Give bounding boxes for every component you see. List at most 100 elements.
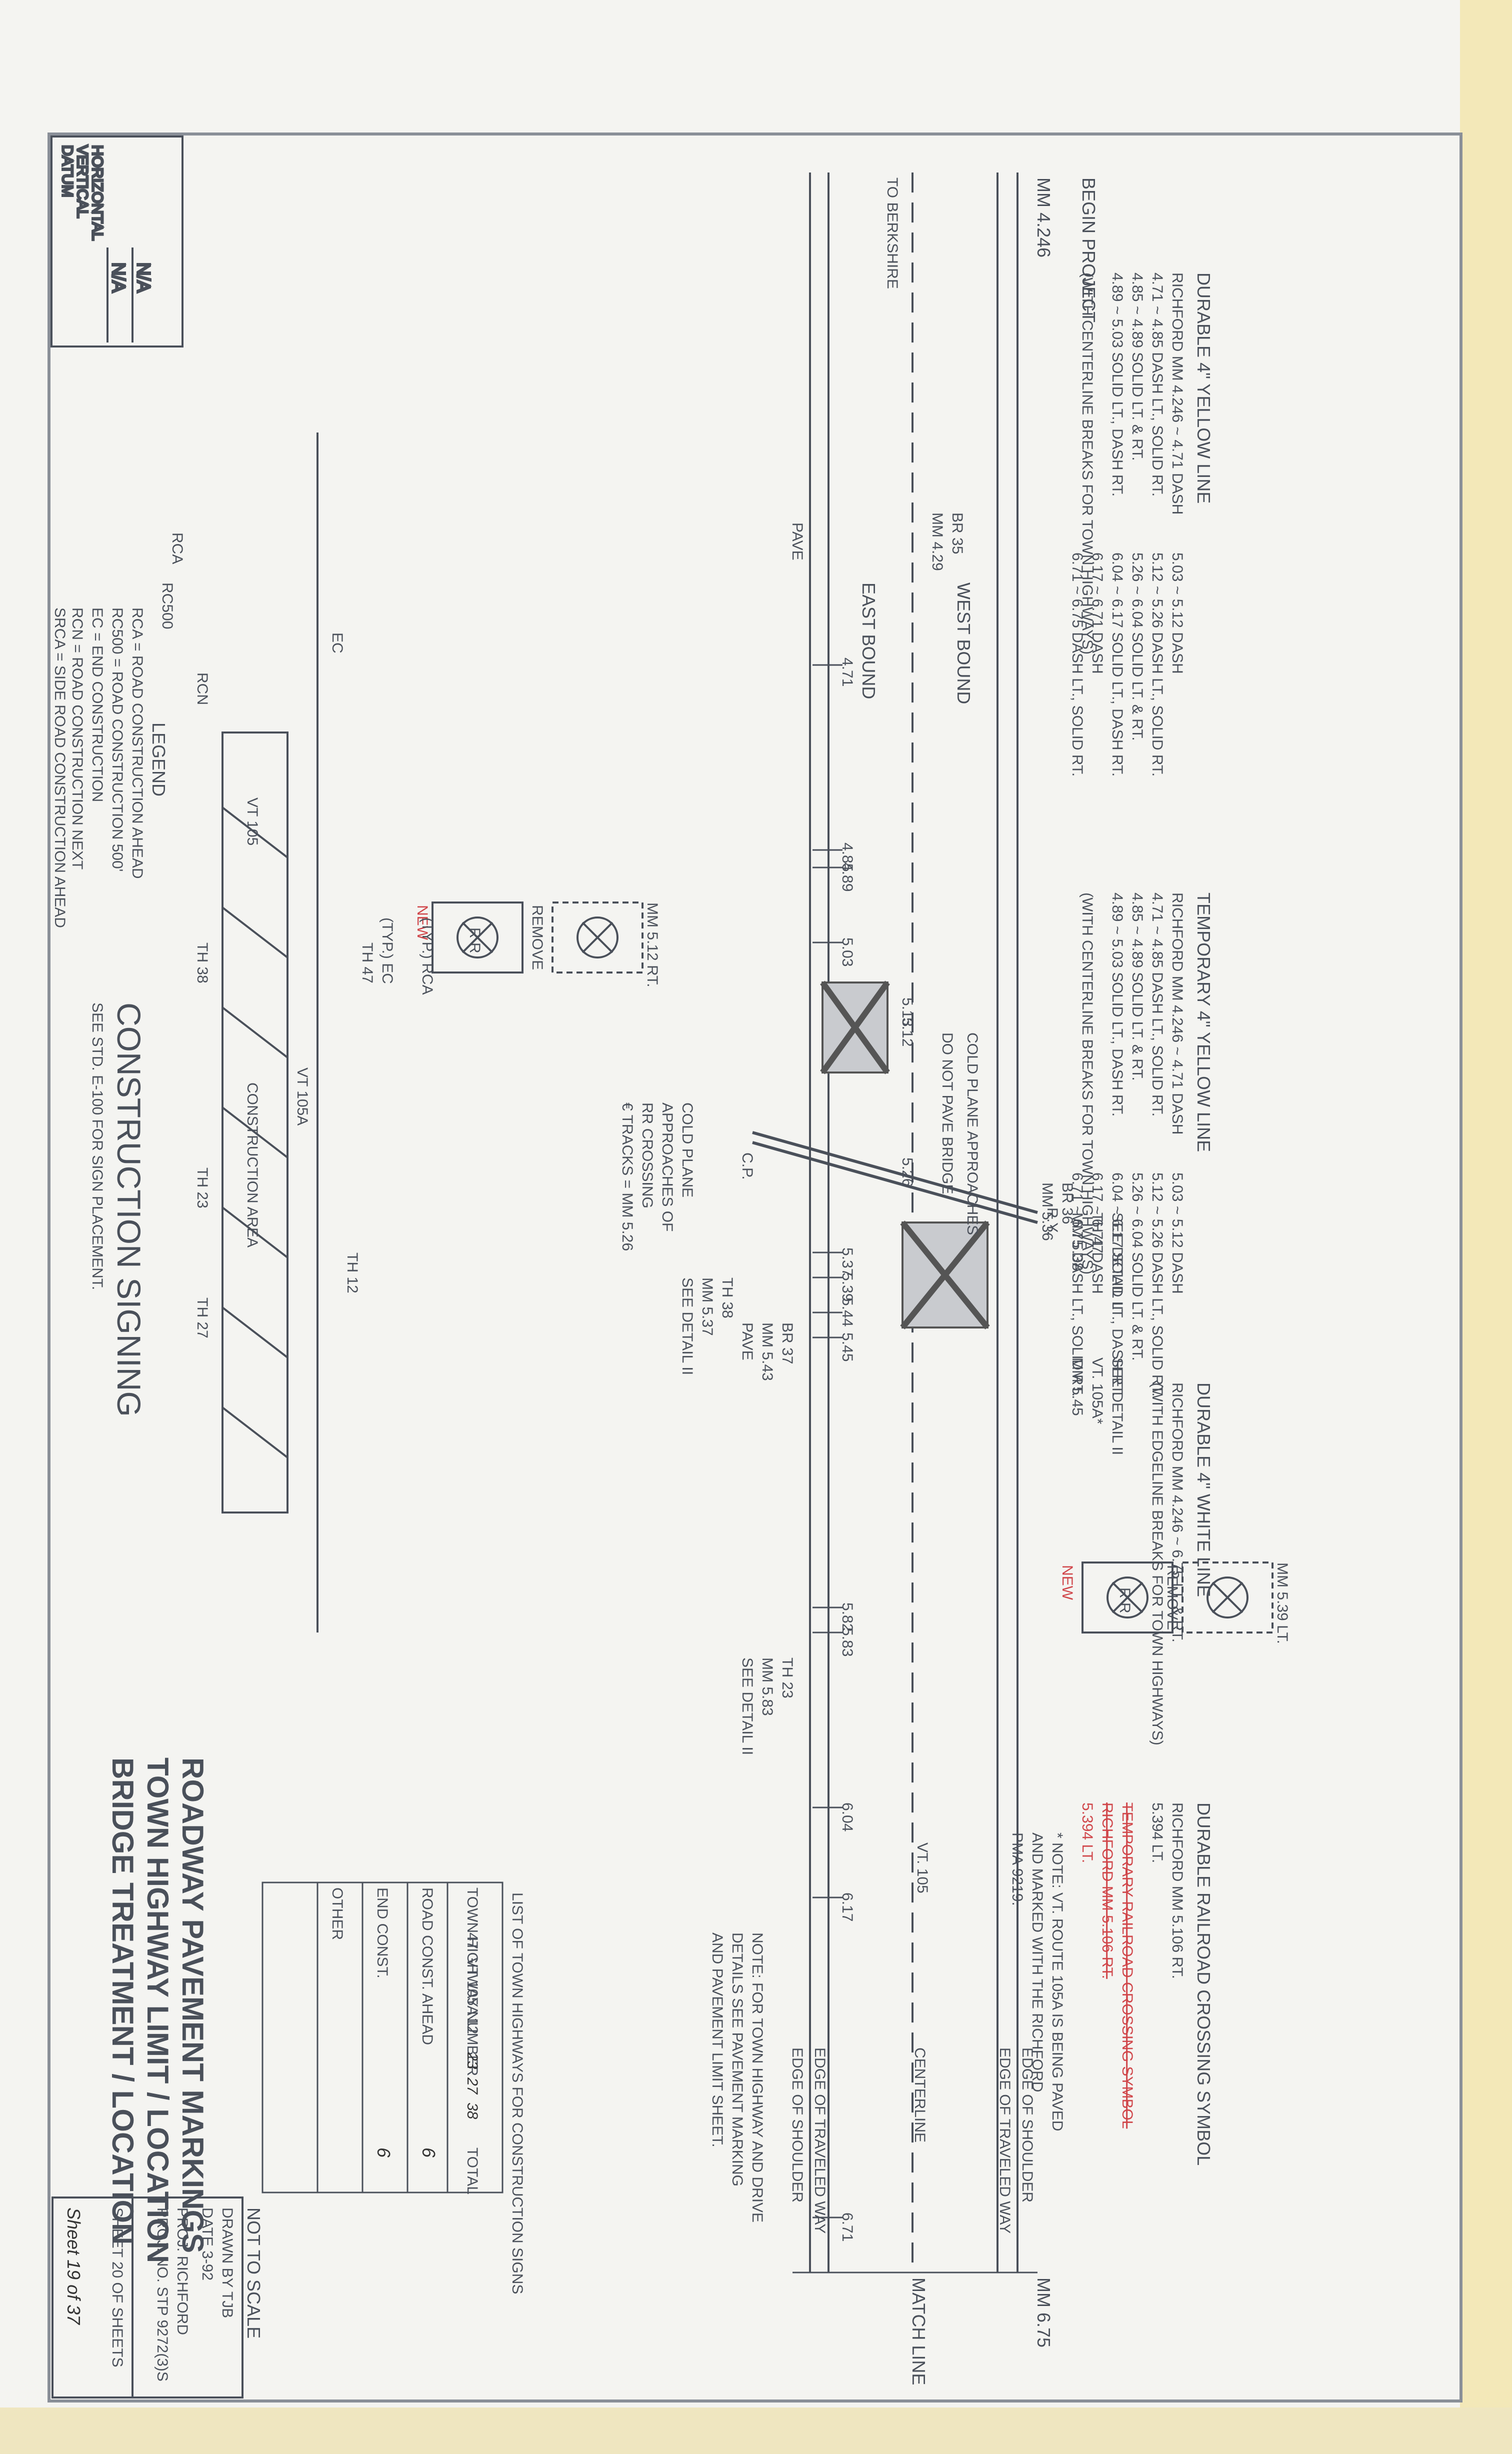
note-town-2: AND PAVEMENT LIMIT SHEET.	[709, 1932, 726, 2148]
mm-end: MM 6.75	[1034, 2278, 1054, 2348]
yellow-durable-title: DURABLE 4" YELLOW LINE	[1194, 272, 1214, 504]
vt105a-0: SEE DETAIL II	[1109, 1358, 1126, 1455]
construction-th23: TH 23	[194, 1168, 210, 1208]
title-line1: ROADWAY PAVEMENT MARKINGS	[176, 1758, 210, 2253]
th23-0: TH 23	[779, 1658, 796, 1698]
yellow-durable-line-6: 5.26 ~ 6.04 SOLID LT. & RT.	[1129, 552, 1146, 741]
th23-1: MM 5.83	[759, 1658, 776, 1716]
yellow-durable-line-0: RICHFORD MM 4.246 ~ 4.71 DASH	[1169, 272, 1186, 514]
note-town-0: NOTE: FOR TOWN HIGHWAY AND DRIVE	[749, 1932, 766, 2222]
datum-vertical-label: VERTICAL	[74, 145, 90, 218]
note-105a-1: AND MARKED WITH THE RICHFORD	[1029, 1832, 1046, 2092]
yellow-temporary-line-4: 5.03 ~ 5.12 DASH	[1169, 1172, 1186, 1294]
construction-th27: TH 27	[194, 1298, 210, 1338]
br36-0: BR 36	[1059, 1182, 1076, 1224]
th38-1: MM 5.37	[699, 1278, 716, 1336]
yellow-temporary-line-9: 6.71 ~ 6.75 DASH LT., SOLID RT.	[1069, 1172, 1086, 1396]
railroad-temp-title: TEMPORARY RAILROAD CROSSING SYMBOL	[1119, 1802, 1136, 2128]
match-line: MATCH LINE	[908, 2278, 929, 2385]
station-13: 6.04	[839, 1802, 856, 1832]
begin-project: BEGIN PROJECT	[1078, 178, 1099, 322]
roadway	[792, 172, 1038, 2274]
rr-left-remove: REMOVE	[529, 905, 546, 970]
construction-vt105a: VT 105A	[294, 1068, 310, 1126]
cp-label: C.P.	[739, 1152, 756, 1180]
cold-plane-note-1: APPROACHES OF	[659, 1102, 676, 1232]
east-bound: EAST BOUND	[858, 582, 879, 699]
legend-item-4: SRCA = SIDE ROAD CONSTRUCTION AHEAD	[52, 608, 68, 928]
yellow-durable-line-2: 4.85 ~ 4.89 SOLID LT. & RT.	[1129, 272, 1146, 461]
station-11: 5.82	[839, 1602, 856, 1632]
cold-plane-note-0: COLD PLANE	[679, 1102, 696, 1198]
construction-vt105: VT 105	[244, 798, 260, 846]
note-105a-2: PMA 9219.	[1009, 1832, 1026, 1906]
town-table-total: TOTAL	[464, 2148, 480, 2194]
yellow-durable-note: (WITH CENTERLINE BREAKS FOR TOWN HIGHWAY…	[1079, 272, 1096, 654]
proj: PROJ. RICHFORD	[174, 2208, 190, 2335]
to-berkshire: TO BERKSHIRE	[884, 178, 900, 289]
yellow-temporary-title: TEMPORARY 4" YELLOW LINE	[1194, 892, 1214, 1152]
br35-0: BR 35	[949, 512, 966, 554]
br35-1: MM 4.29	[929, 512, 946, 571]
legend-item-0: RCA = ROAD CONSTRUCTION AHEAD	[129, 608, 146, 879]
edge-traveled-bottom: EDGE OF TRAVELED WAY	[812, 2048, 828, 2234]
pave-label: PAVE	[789, 522, 806, 560]
yellow-temporary-line-8: 6.17 ~ 6.71 DASH	[1089, 1172, 1106, 1294]
legend-item-2: EC = END CONSTRUCTION	[89, 608, 106, 802]
town-table-h3: OTHER	[329, 1888, 346, 1940]
station-3: 5.03	[839, 938, 856, 966]
yellow-durable-line-8: 6.17 ~ 6.71 DASH	[1089, 552, 1106, 674]
sign-code-rc500: RC500	[159, 582, 176, 629]
yellow-temporary-line-7: 6.04 ~ 6.17 SOLID LT., DASH RT.	[1109, 1172, 1126, 1396]
th38-0: TH 38	[719, 1278, 736, 1318]
cold-plane-note-2: RR CROSSING	[639, 1102, 656, 1208]
station-0: 4.71	[839, 658, 856, 686]
cold-plane-note-3: € TRACKS = MM 5.26	[619, 1102, 636, 1251]
construction-typ-rca: (TYP.) RCA	[419, 918, 436, 994]
centerline-label: CENTERLINE	[912, 2048, 928, 2142]
vt105a-2: MM 5.45	[1069, 1358, 1086, 1416]
town-table-title: LIST OF TOWN HIGHWAYS FOR CONSTRUCTION S…	[509, 1892, 526, 2294]
datum-box: DATUM VERTICAL N/A HORIZONTAL N/A	[50, 136, 184, 348]
yellow-temporary-line-6: 5.26 ~ 6.04 SOLID LT. & RT.	[1129, 1172, 1146, 1361]
rr-right-new: NEW	[1059, 1565, 1076, 1600]
sheet-border	[48, 132, 1462, 2402]
yellow-durable-line-4: 5.03 ~ 5.12 DASH	[1169, 552, 1186, 674]
town-table-r0: 47	[464, 1932, 480, 1949]
title-block	[52, 2196, 244, 2398]
bridge-br36	[820, 980, 890, 1074]
vt105a-1: VT. 105A*	[1089, 1358, 1106, 1424]
yellow-durable-line-5: 5.12 ~ 5.26 DASH LT., SOLID RT.	[1149, 552, 1166, 776]
town-table-grid	[262, 1882, 504, 2194]
station-6: 5.26	[899, 1158, 916, 1186]
town-table-r4: 27	[464, 2077, 480, 2095]
datum-horizontal-label: HORIZONTAL	[89, 145, 106, 240]
station-1: 4.85	[839, 842, 856, 872]
white-durable-note: (WITH EDGELINE BREAKS FOR TOWN HIGHWAYS)	[1149, 1382, 1166, 1746]
railroad-track	[752, 1131, 1038, 1224]
th38-2: SEE DETAIL II	[679, 1278, 696, 1375]
rr-sign-left-new	[432, 902, 524, 974]
station-12: 5.83	[839, 1628, 856, 1656]
vt105-label: VT. 105	[914, 1842, 930, 1894]
datum-title: DATUM	[59, 145, 76, 197]
mm-start: MM 4.246	[1034, 178, 1054, 258]
th47-2: MM 5.38	[1069, 1212, 1086, 1271]
yellow-temporary-note: (WITH CENTERLINE BREAKS FOR TOWN HIGHWAY…	[1079, 892, 1096, 1274]
railroad-temp-line2: 5.394 LT.	[1079, 1802, 1096, 1863]
town-table-h0: TOWN HIGHWAY NUMBER	[464, 1888, 480, 2076]
rr-right-remove: REMOVE	[1164, 1565, 1180, 1630]
yellow-durable-line-9: 6.71 ~ 6.75 DASH LT., SOLID RT.	[1069, 552, 1086, 776]
sign-code-rca: RCA	[169, 532, 186, 564]
datum-vertical-value: N/A	[108, 262, 129, 292]
town-table-total-ec: 6	[374, 2148, 394, 2158]
station-9: 5.44	[839, 1298, 856, 1326]
white-durable-title: DURABLE 4" WHITE LINE	[1194, 1382, 1214, 1597]
tape-strip-bottom	[0, 2408, 1512, 2454]
th47-1: TH 47	[1089, 1212, 1106, 1254]
station-14: 6.17	[839, 1892, 856, 1922]
rr-sign-right-remove	[1182, 1562, 1274, 1634]
date: DATE 3-92	[199, 2208, 216, 2280]
town-table-h2: END CONST.	[374, 1888, 390, 1978]
